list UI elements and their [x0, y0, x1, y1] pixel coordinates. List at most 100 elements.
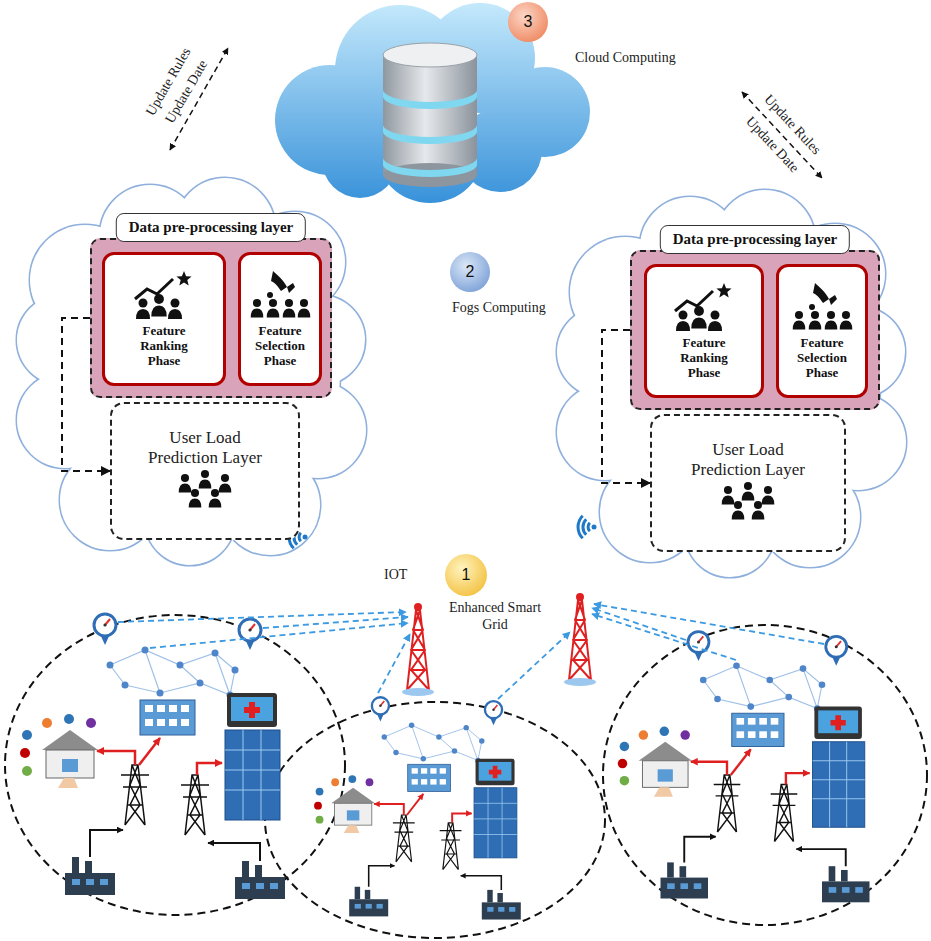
cloud-shape — [275, 3, 590, 203]
people-icon — [691, 318, 706, 329]
people-icon — [221, 474, 229, 482]
database-symbol — [383, 125, 477, 144]
fog-cloud — [17, 178, 366, 565]
people-icon — [793, 311, 853, 329]
people-icon — [211, 489, 219, 497]
people-icon — [300, 299, 308, 307]
people-icon — [762, 496, 775, 505]
iot-link — [594, 604, 824, 644]
people-icon — [669, 281, 739, 336]
people-icon — [742, 492, 755, 501]
phase-box: Feature Selection Phase — [776, 264, 868, 398]
fog-cloud — [557, 190, 906, 577]
people-icon — [168, 309, 182, 319]
update-arrow — [170, 48, 822, 178]
people-icon — [253, 299, 261, 307]
people-icon — [219, 484, 232, 493]
cloud-shape — [275, 3, 590, 203]
prediction-box: User Load Prediction Layer — [650, 414, 846, 552]
iot-link — [592, 614, 736, 660]
people-icon — [754, 501, 762, 509]
people-icon — [267, 292, 273, 298]
people-icon — [179, 470, 232, 507]
people-icon — [135, 279, 173, 299]
iot-link — [263, 617, 408, 628]
box-label: User Load Prediction Layer — [683, 440, 813, 481]
database-symbol — [383, 55, 477, 175]
cell-tower — [402, 604, 434, 696]
people-icon — [191, 489, 199, 497]
people-icon — [201, 470, 209, 478]
people-icon — [267, 308, 280, 317]
phase-box: Feature Selection Phase — [238, 252, 322, 386]
people-icon — [825, 320, 838, 329]
section-label: IOT — [384, 567, 407, 584]
layer-title: Data pre-processing layer — [116, 213, 306, 242]
people-icon — [708, 480, 788, 526]
people-icon — [298, 308, 311, 317]
people-icon — [708, 321, 722, 331]
prediction-box: User Load Prediction Layer — [110, 402, 300, 540]
box-label: Feature Ranking Phase — [664, 336, 744, 381]
callout-number: 1 — [462, 566, 471, 584]
people-icon — [795, 311, 803, 319]
iot-link — [592, 608, 686, 640]
section-label: Fogs Computing — [452, 300, 546, 317]
people-icon — [752, 511, 765, 520]
grid-region — [603, 625, 927, 925]
database-symbol — [383, 43, 477, 67]
people-icon — [789, 281, 855, 336]
people-icon — [176, 271, 191, 286]
wifi-symbol — [289, 516, 596, 549]
smart-grid-illustration — [314, 697, 521, 919]
cell-tower — [564, 594, 596, 686]
callout-number: 3 — [524, 13, 533, 31]
people-icon — [811, 311, 819, 319]
phase-box: Feature Ranking Phase — [644, 264, 764, 398]
layer-band: Data pre-processing layerFeature Ranking… — [90, 238, 332, 398]
people-icon — [179, 484, 192, 493]
circle-shape — [450, 252, 490, 292]
iot-link — [378, 634, 410, 693]
people-icon — [283, 308, 296, 317]
people-icon — [675, 291, 713, 311]
people-icon — [827, 311, 835, 319]
step-circle: 1 — [445, 554, 487, 596]
iot-link — [118, 604, 824, 699]
box-label: Feature Ranking Phase — [124, 324, 204, 369]
people-icon — [136, 294, 182, 319]
people-icon — [694, 306, 704, 316]
people-icon — [842, 311, 850, 319]
smart-grid-illustration — [20, 614, 870, 920]
people-icon — [679, 311, 688, 320]
phase-box: Feature Ranking Phase — [102, 252, 226, 386]
people-icon — [151, 306, 166, 317]
people-icon — [809, 320, 822, 329]
people-icon — [764, 486, 772, 494]
database-symbol — [383, 43, 477, 187]
people-icon — [722, 482, 775, 519]
iot-link — [498, 632, 570, 699]
fog-cloud — [17, 178, 906, 577]
people-icon — [744, 482, 752, 490]
people-icon — [136, 309, 150, 319]
grid-region — [5, 615, 345, 915]
box-label: Feature Selection Phase — [245, 324, 315, 369]
people-icon — [209, 499, 222, 508]
smart-grid-illustration — [20, 614, 285, 899]
box-label: User Load Prediction Layer — [140, 428, 270, 469]
people-icon — [139, 299, 148, 308]
layer-band: Data pre-processing layerFeature Ranking… — [630, 250, 880, 410]
grid-region — [5, 615, 927, 938]
people-icon — [793, 320, 806, 329]
people-icon — [165, 468, 245, 514]
people-icon — [676, 321, 690, 331]
database-symbol — [383, 158, 477, 177]
people-icon — [247, 269, 313, 324]
people-icon — [154, 294, 164, 304]
people-icon — [251, 299, 311, 317]
section-label: Enhanced Smart Grid — [445, 600, 545, 634]
circle-shape — [508, 2, 548, 42]
